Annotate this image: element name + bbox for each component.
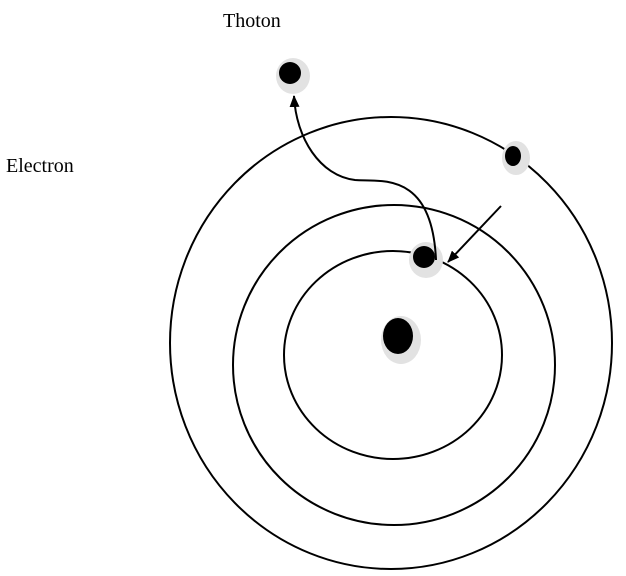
inner-orbit xyxy=(283,250,503,460)
electron-inner xyxy=(409,242,443,278)
electron-label: Electron xyxy=(6,155,74,177)
photon-label: Thoton xyxy=(223,10,281,32)
outer-orbit xyxy=(169,116,613,570)
electron-outer xyxy=(502,141,530,175)
nucleus xyxy=(381,316,421,364)
photon-particle xyxy=(276,58,310,94)
photon-emission-arrow xyxy=(289,95,437,261)
middle-orbit xyxy=(232,204,556,526)
transition-arrow xyxy=(447,205,502,263)
